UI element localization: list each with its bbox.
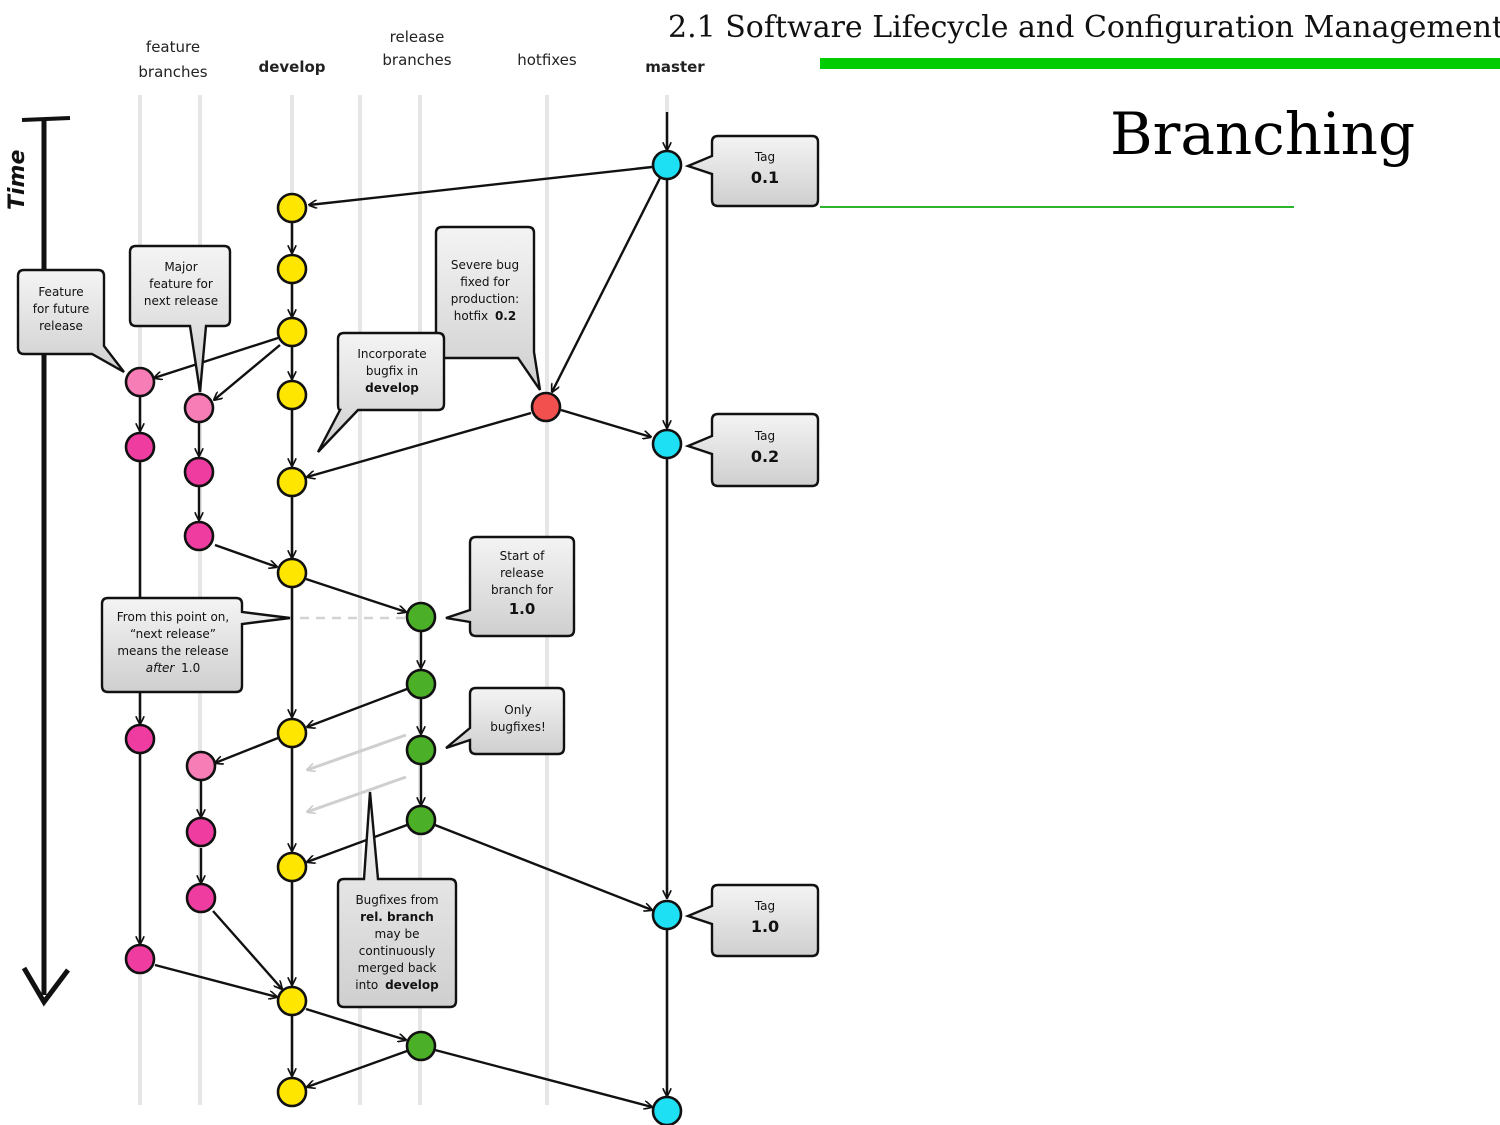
svg-text:release: release bbox=[39, 319, 83, 333]
master-commit bbox=[651, 428, 683, 460]
svg-text:“next release”: “next release” bbox=[130, 627, 216, 641]
develop-commit bbox=[276, 192, 308, 224]
feature-commit bbox=[185, 882, 217, 914]
time-label: Time bbox=[5, 150, 30, 210]
header-feature-l2: branches bbox=[138, 63, 207, 81]
svg-text:bugfix in: bugfix in bbox=[366, 364, 418, 378]
slide-title: Branching bbox=[1110, 100, 1416, 168]
header-master: master bbox=[645, 58, 705, 76]
svg-text:feature for: feature for bbox=[149, 277, 213, 291]
tag-callout-0-2: Tag 0.2 bbox=[684, 412, 820, 488]
master-commit bbox=[651, 149, 683, 181]
svg-text:Incorporate: Incorporate bbox=[357, 347, 426, 361]
release-commit bbox=[405, 601, 437, 633]
svg-text:means the release: means the release bbox=[117, 644, 228, 658]
release-commit bbox=[405, 668, 437, 700]
svg-text:fixed for: fixed for bbox=[460, 275, 510, 289]
callout-start-release: Start of release branch for 1.0 bbox=[445, 535, 576, 638]
header-accent-bar bbox=[820, 58, 1500, 69]
callout-major-feature: Major feature for next release bbox=[128, 244, 232, 393]
tag-word: Tag bbox=[754, 429, 775, 443]
feature-commit bbox=[185, 750, 217, 782]
feature-commit bbox=[124, 366, 156, 398]
svg-text:may be: may be bbox=[375, 927, 420, 941]
callouts: Tag 0.1 Tag 0.2 Tag 1.0 Feature for futu… bbox=[16, 134, 820, 1009]
develop-commit bbox=[276, 851, 308, 883]
svg-text:branch for: branch for bbox=[491, 583, 553, 597]
feature-commit bbox=[183, 392, 215, 424]
section-title: 2.1 Software Lifecycle and Configuration… bbox=[668, 10, 1500, 45]
svg-text:after 1.0: after 1.0 bbox=[146, 661, 201, 675]
release-commit bbox=[405, 1030, 437, 1062]
master-commit bbox=[651, 899, 683, 931]
time-axis: Time bbox=[5, 116, 71, 1007]
svg-text:develop: develop bbox=[365, 381, 419, 395]
svg-text:release: release bbox=[500, 566, 544, 580]
svg-text:merged back: merged back bbox=[358, 961, 437, 975]
svg-text:rel. branch: rel. branch bbox=[360, 910, 434, 924]
develop-commit bbox=[276, 253, 308, 285]
tag-callout-1-0: Tag 1.0 bbox=[684, 883, 820, 958]
svg-text:bugfixes!: bugfixes! bbox=[490, 720, 546, 734]
tag-word: Tag bbox=[754, 899, 775, 913]
svg-text:Major: Major bbox=[164, 260, 197, 274]
tag-version: 0.2 bbox=[751, 447, 779, 466]
svg-text:production:: production: bbox=[451, 292, 519, 306]
svg-text:continuously: continuously bbox=[359, 944, 435, 958]
develop-commit bbox=[276, 985, 308, 1017]
header-feature-l1: feature bbox=[146, 38, 200, 56]
tag-word: Tag bbox=[754, 150, 775, 164]
develop-commit bbox=[276, 717, 308, 749]
header-hotfixes: hotfixes bbox=[517, 51, 577, 69]
column-headers: feature branches develop release branche… bbox=[138, 28, 705, 81]
tag-version: 0.1 bbox=[751, 168, 779, 187]
header-release-l2: branches bbox=[382, 51, 451, 69]
callout-incorporate-bugfix: Incorporate bugfix in develop bbox=[316, 331, 446, 453]
develop-commit bbox=[276, 557, 308, 589]
svg-text:Start of: Start of bbox=[500, 549, 545, 563]
callout-bugfixes-from-release: Bugfixes from rel. branch may be continu… bbox=[336, 791, 458, 1009]
svg-text:Severe bug: Severe bug bbox=[451, 258, 519, 272]
develop-commit bbox=[276, 316, 308, 348]
callout-only-bugfixes: Only bugfixes! bbox=[445, 686, 566, 756]
develop-commit bbox=[276, 466, 308, 498]
callout-from-this-point: From this point on, “next release” means… bbox=[100, 596, 291, 694]
develop-commit bbox=[276, 379, 308, 411]
callout-severe-bug: Severe bug fixed for production: hotfix … bbox=[434, 225, 542, 391]
feature-commit bbox=[183, 520, 215, 552]
feature-commit bbox=[124, 723, 156, 755]
master-commit bbox=[651, 1095, 683, 1125]
tag-callout-0-1: Tag 0.1 bbox=[684, 134, 820, 208]
svg-text:1.0: 1.0 bbox=[509, 600, 536, 618]
light-merge-arrows bbox=[307, 733, 407, 812]
svg-text:into develop: into develop bbox=[355, 978, 439, 992]
branching-diagram: feature branches develop release branche… bbox=[5, 28, 820, 1125]
feature-commit bbox=[124, 431, 156, 463]
hotfix-commit bbox=[530, 391, 562, 423]
commit-nodes bbox=[124, 149, 683, 1125]
svg-text:for future: for future bbox=[33, 302, 90, 316]
callout-feature-future: Feature for future release bbox=[16, 268, 125, 374]
develop-commit bbox=[276, 1076, 308, 1108]
header-develop: develop bbox=[258, 58, 325, 76]
svg-text:next release: next release bbox=[144, 294, 218, 308]
feature-commit bbox=[183, 456, 215, 488]
header-release-l1: release bbox=[390, 28, 445, 46]
feature-commit bbox=[185, 816, 217, 848]
svg-text:From this point on,: From this point on, bbox=[117, 610, 229, 624]
release-commit bbox=[405, 734, 437, 766]
tag-version: 1.0 bbox=[751, 917, 779, 936]
svg-text:hotfix 0.2: hotfix 0.2 bbox=[454, 309, 516, 323]
svg-text:Feature: Feature bbox=[38, 285, 83, 299]
feature-commit bbox=[124, 943, 156, 975]
release-commit bbox=[405, 804, 437, 836]
svg-text:Only: Only bbox=[504, 703, 532, 717]
title-underline bbox=[820, 206, 1294, 208]
svg-text:Bugfixes from: Bugfixes from bbox=[355, 893, 438, 907]
